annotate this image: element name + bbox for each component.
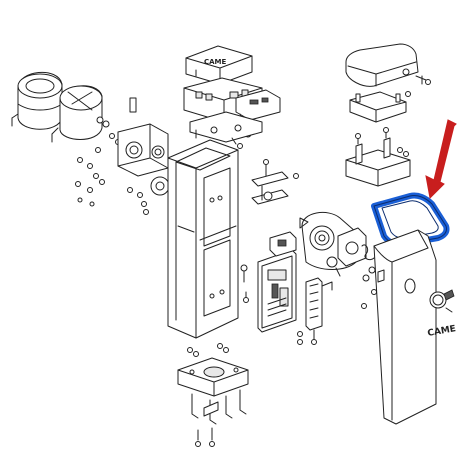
cabinet-screws xyxy=(93,147,377,309)
gear-wheel xyxy=(150,176,170,196)
hood-key xyxy=(415,75,431,85)
plate-washers xyxy=(397,147,409,157)
cover-logo: CAME xyxy=(427,324,457,339)
barrier-cabinet xyxy=(167,139,239,339)
panel-screws xyxy=(297,331,303,345)
plate-nuts xyxy=(187,343,229,357)
column-cover-panel: CAME xyxy=(373,229,457,425)
panel-connector xyxy=(269,231,297,257)
tray-screws xyxy=(195,129,243,149)
motor-spring xyxy=(361,244,376,282)
anchor-plate xyxy=(177,357,249,397)
hood-bracket xyxy=(349,91,411,123)
right-drum-cover xyxy=(51,85,103,143)
motor-cover-hood xyxy=(345,43,419,87)
left-drum-cover xyxy=(11,71,63,130)
arrow-pointer-icon xyxy=(425,119,457,200)
lock-key xyxy=(429,289,455,313)
mounting-tray xyxy=(189,111,263,143)
battery-module xyxy=(305,277,333,345)
gearmotor xyxy=(299,211,367,277)
bearing-housing xyxy=(117,123,169,177)
support-plate xyxy=(345,127,411,187)
lid-logo: CAME xyxy=(204,58,227,66)
electronics-panel xyxy=(257,249,297,333)
anchor-bolts xyxy=(191,389,247,447)
arm-bracket xyxy=(251,159,289,205)
cabinet-base-bolts xyxy=(240,264,249,303)
